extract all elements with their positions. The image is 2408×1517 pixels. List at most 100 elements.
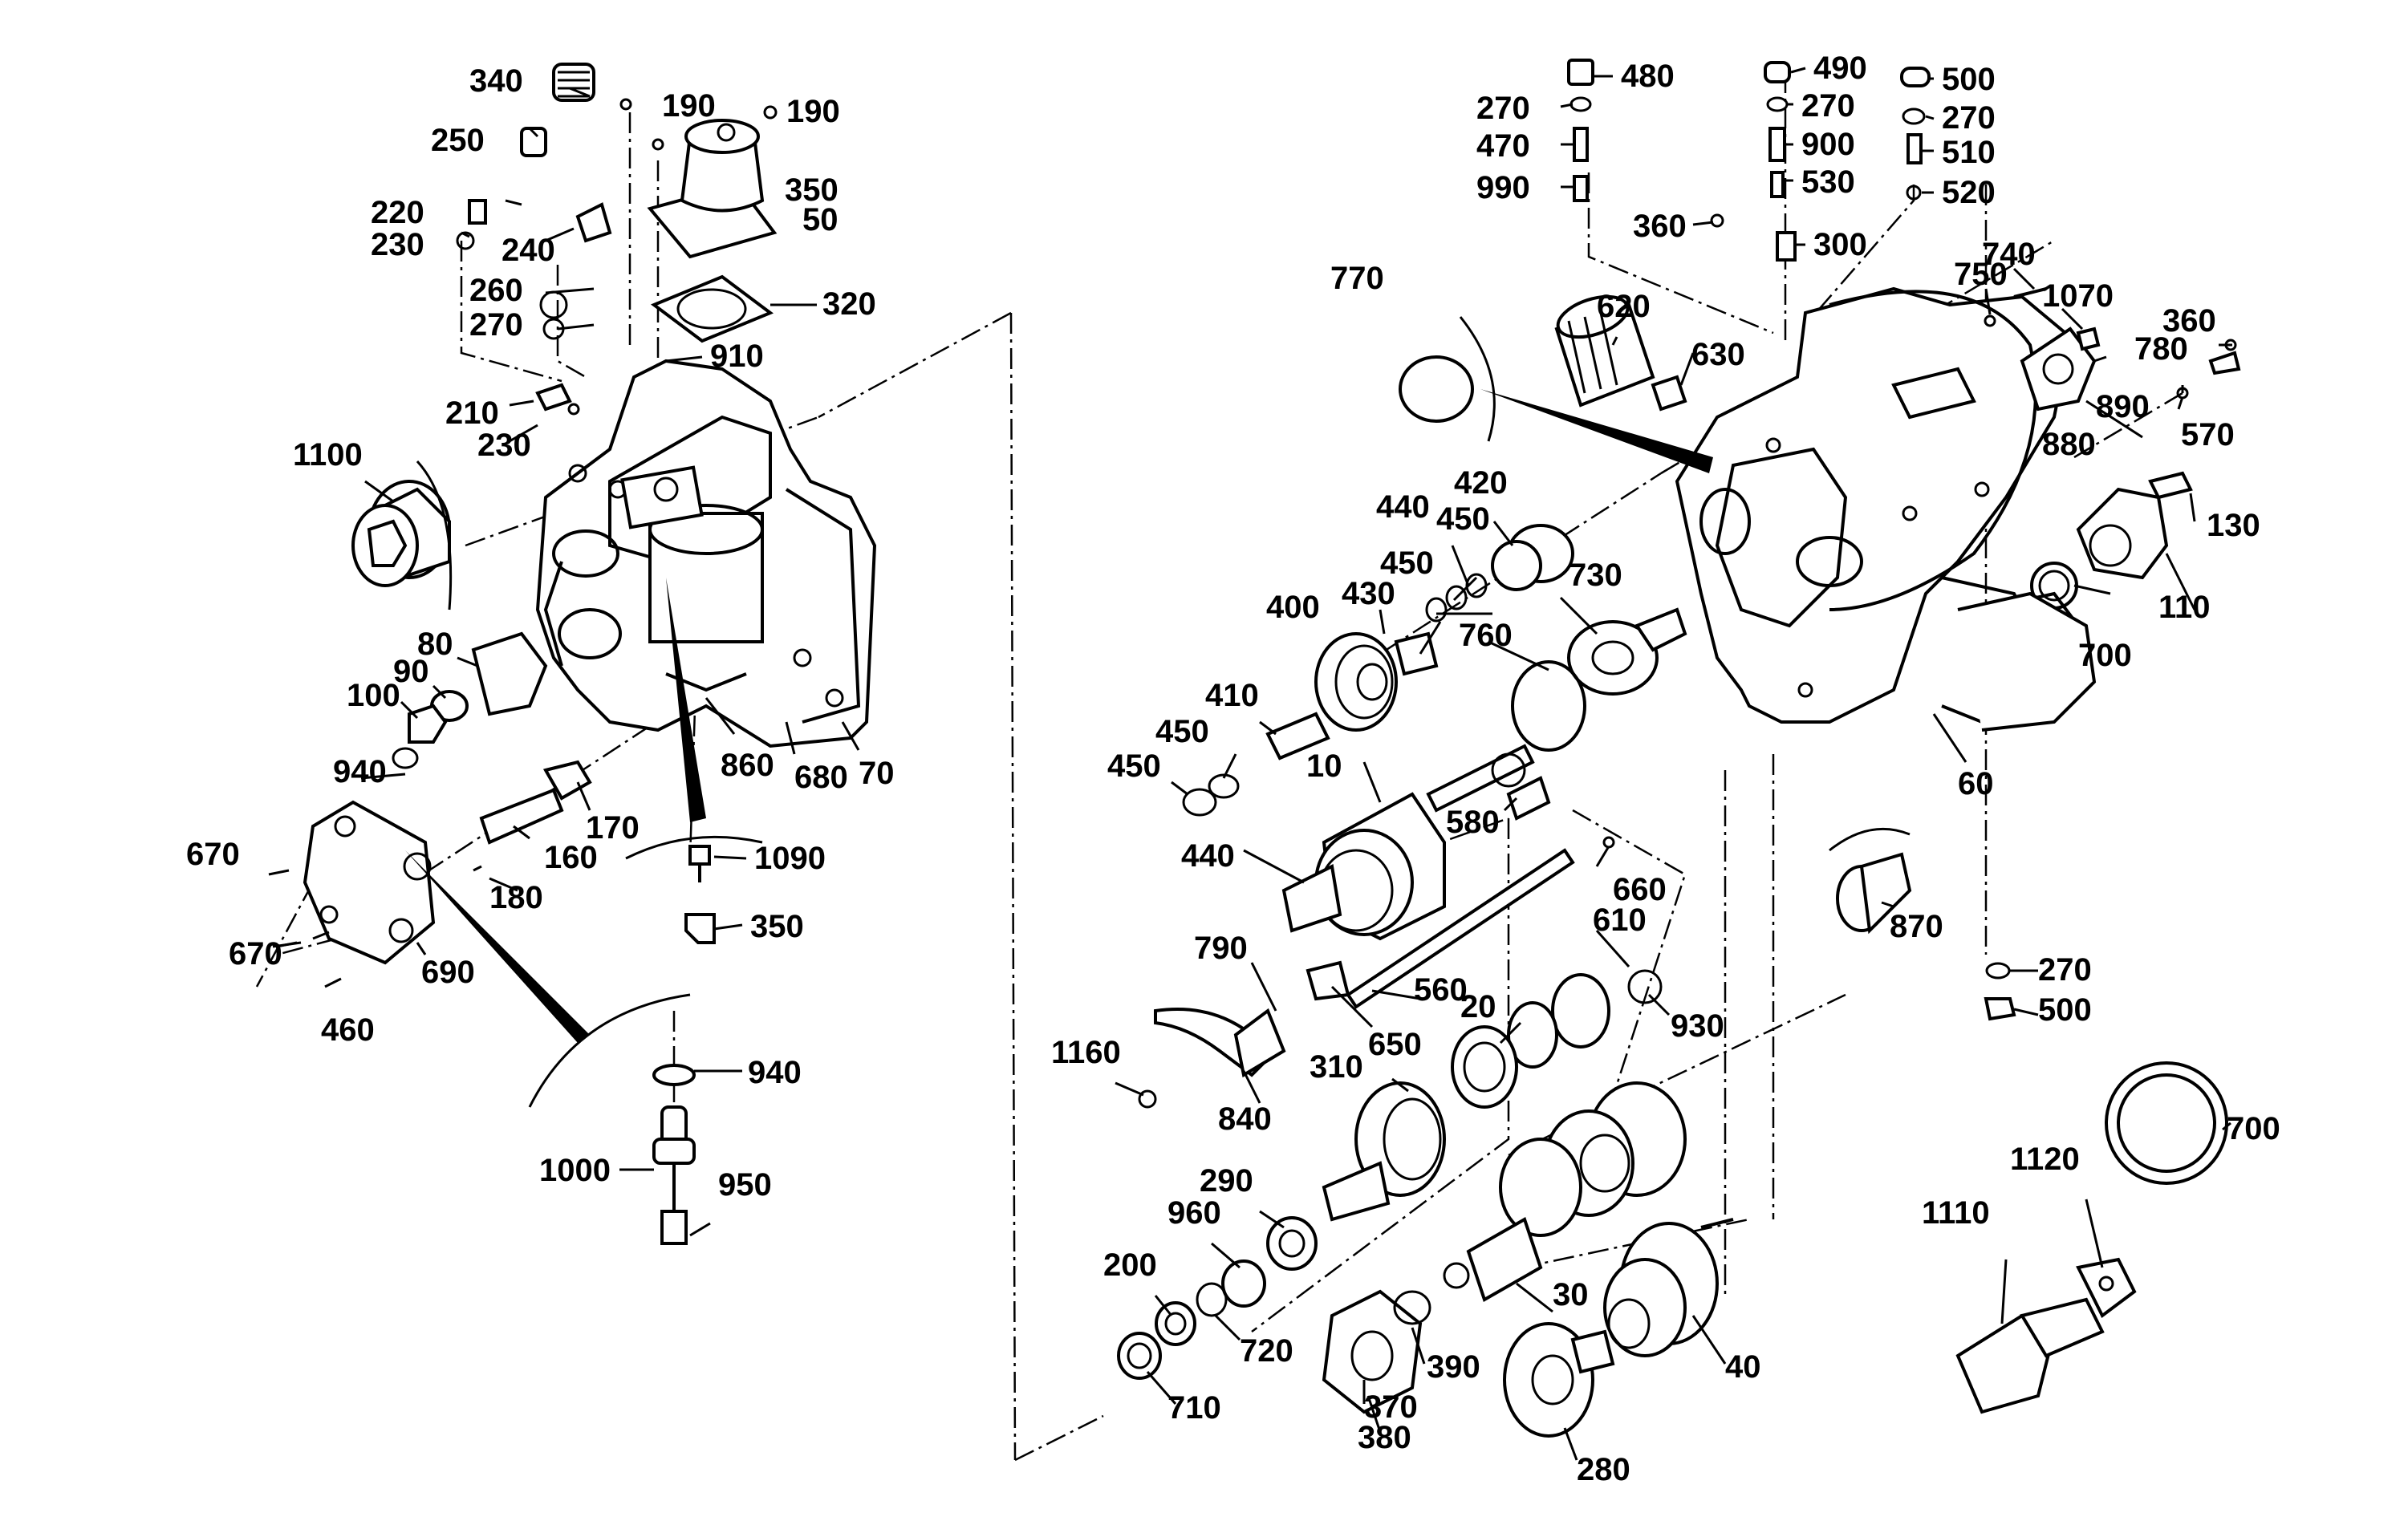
label-680: 680 (794, 760, 848, 795)
label-370: 370 (1364, 1389, 1418, 1425)
label-460: 460 (321, 1012, 375, 1048)
label-440: 440 (1181, 838, 1235, 874)
label-940: 940 (333, 754, 387, 789)
label-700: 700 (2078, 638, 2132, 673)
label-270: 270 (1942, 100, 1996, 136)
label-690: 690 (421, 955, 475, 990)
label-930: 930 (1671, 1008, 1724, 1044)
label-110: 110 (2158, 590, 2211, 625)
label-490: 490 (1813, 51, 1867, 86)
label-280: 280 (1577, 1452, 1630, 1487)
detail-sensor (652, 1064, 696, 1245)
label-360: 360 (2162, 303, 2216, 339)
label-740: 740 (1982, 237, 2036, 272)
label-60: 60 (1958, 766, 1994, 801)
label-250: 250 (431, 123, 485, 158)
label-730: 730 (1569, 558, 1622, 593)
gear-cluster (1499, 1081, 1687, 1237)
label-200: 200 (1103, 1247, 1157, 1283)
label-470: 470 (1476, 128, 1530, 164)
flange-110-part (2076, 471, 2193, 580)
label-270: 270 (1801, 88, 1855, 124)
label-190: 190 (662, 88, 716, 124)
label-380: 380 (1358, 1420, 1411, 1455)
sensor-1110-part (1955, 1257, 2137, 1414)
label-350: 350 (785, 172, 839, 208)
label-500: 500 (1942, 62, 1996, 97)
label-450: 450 (1380, 546, 1434, 581)
label-50: 50 (802, 202, 839, 237)
label-310: 310 (1310, 1049, 1363, 1085)
label-420: 420 (1454, 465, 1508, 501)
label-990: 990 (1476, 170, 1530, 205)
gear-310 (1322, 1081, 1446, 1222)
label-950: 950 (718, 1167, 772, 1203)
side-cover-part (303, 747, 436, 965)
label-760: 760 (1459, 618, 1513, 653)
label-190: 190 (786, 94, 840, 129)
label-880: 880 (2042, 427, 2096, 462)
label-270: 270 (1476, 91, 1530, 126)
label-570: 570 (2181, 417, 2235, 452)
label-1110: 1110 (1922, 1195, 1990, 1231)
label-360: 360 (1633, 209, 1687, 244)
label-630: 630 (1691, 337, 1745, 372)
label-230: 230 (371, 227, 424, 262)
label-40: 40 (1725, 1349, 1761, 1385)
gear-400 (1314, 632, 1398, 732)
label-1120: 1120 (2010, 1142, 2080, 1177)
label-160: 160 (544, 840, 598, 875)
label-620: 620 (1597, 289, 1651, 324)
label-90: 90 (393, 654, 429, 689)
label-410: 410 (1205, 678, 1259, 713)
label-270: 270 (2038, 952, 2092, 988)
label-10: 10 (1306, 748, 1342, 784)
label-30: 30 (1553, 1277, 1589, 1312)
label-500: 500 (2038, 992, 2092, 1028)
label-560: 560 (1414, 972, 1468, 1008)
label-870: 870 (1890, 909, 1943, 944)
label-710: 710 (1167, 1390, 1221, 1426)
label-180: 180 (489, 880, 543, 915)
label-230: 230 (477, 428, 531, 463)
label-510: 510 (1942, 135, 1996, 170)
label-170: 170 (586, 810, 640, 846)
label-270: 270 (469, 307, 523, 343)
label-300: 300 (1813, 227, 1867, 262)
label-440: 440 (1376, 489, 1430, 525)
label-260: 260 (469, 273, 523, 308)
detail-bolts (684, 845, 716, 944)
label-240: 240 (501, 233, 555, 268)
label-1160: 1160 (1051, 1035, 1121, 1070)
part-labels: 340 190 190 250 350 50 220 230 240 260 2… (186, 51, 2280, 1487)
label-340: 340 (469, 63, 523, 99)
tube-part (479, 760, 592, 845)
label-1100: 1100 (293, 437, 363, 473)
label-20: 20 (1460, 989, 1496, 1024)
label-780: 780 (2134, 331, 2188, 367)
label-1070: 1070 (2042, 278, 2114, 314)
label-450: 450 (1436, 501, 1490, 537)
label-320: 320 (822, 286, 876, 322)
label-390: 390 (1427, 1349, 1480, 1385)
leader-lines (272, 67, 2232, 1461)
main-shaft-part (1281, 744, 1535, 941)
label-450: 450 (1107, 748, 1161, 784)
label-650: 650 (1368, 1027, 1422, 1062)
label-580: 580 (1446, 805, 1500, 840)
label-790: 790 (1194, 931, 1248, 966)
label-960: 960 (1167, 1195, 1221, 1231)
gear-shaft-20 (1451, 969, 1663, 1109)
label-100: 100 (347, 678, 400, 713)
bush-part (351, 480, 451, 587)
gasket-part (650, 274, 774, 343)
label-220: 220 (371, 195, 424, 230)
differential-part (1603, 1218, 1734, 1357)
label-1000: 1000 (539, 1153, 611, 1188)
label-670: 670 (186, 837, 240, 872)
label-400: 400 (1266, 590, 1320, 625)
label-660: 660 (1613, 872, 1667, 907)
label-1090: 1090 (754, 841, 826, 876)
label-80: 80 (417, 627, 453, 662)
